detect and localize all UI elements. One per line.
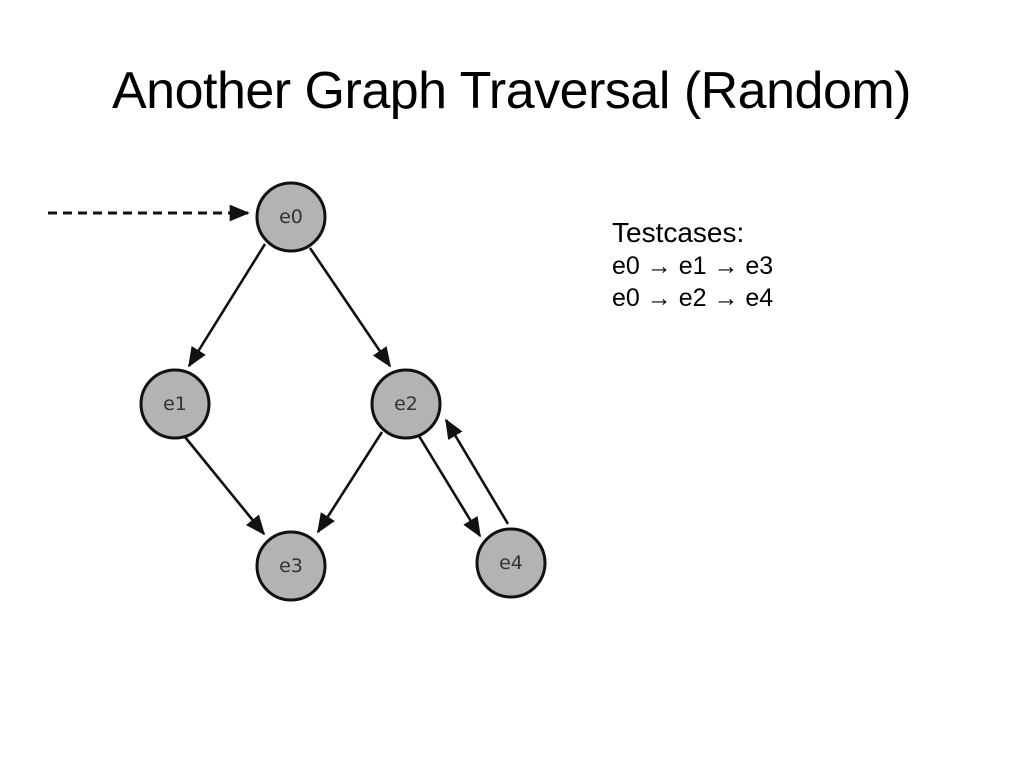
node-e2: e2 bbox=[370, 368, 442, 440]
edge-e2-e4 bbox=[417, 435, 482, 538]
edge-e2-e3 bbox=[316, 431, 384, 534]
testcase-line: e0 → e1 → e3 bbox=[612, 252, 774, 280]
node-e3-label: e3 bbox=[279, 555, 303, 577]
edge-e0-e2 bbox=[308, 247, 392, 368]
edge-e0-e1 bbox=[187, 243, 267, 368]
node-e0-label: e0 bbox=[279, 206, 303, 228]
testcase-line: e0 → e2 → e4 bbox=[612, 284, 774, 312]
edge-e1-e3 bbox=[183, 436, 266, 536]
node-e4: e4 bbox=[475, 527, 547, 599]
node-e4-label: e4 bbox=[499, 552, 523, 574]
node-e2-label: e2 bbox=[394, 393, 418, 415]
node-e1: e1 bbox=[139, 368, 211, 440]
node-e3: e3 bbox=[255, 530, 327, 602]
node-e1-label: e1 bbox=[163, 393, 187, 415]
edge-e4-e2 bbox=[444, 418, 510, 525]
testcases-panel: Testcases: e0 → e1 → e3 e0 → e2 → e4 bbox=[612, 216, 773, 314]
slide-title: Another Graph Traversal (Random) bbox=[111, 62, 912, 120]
node-e0: e0 bbox=[255, 181, 327, 253]
testcases-heading: Testcases: bbox=[612, 217, 745, 248]
